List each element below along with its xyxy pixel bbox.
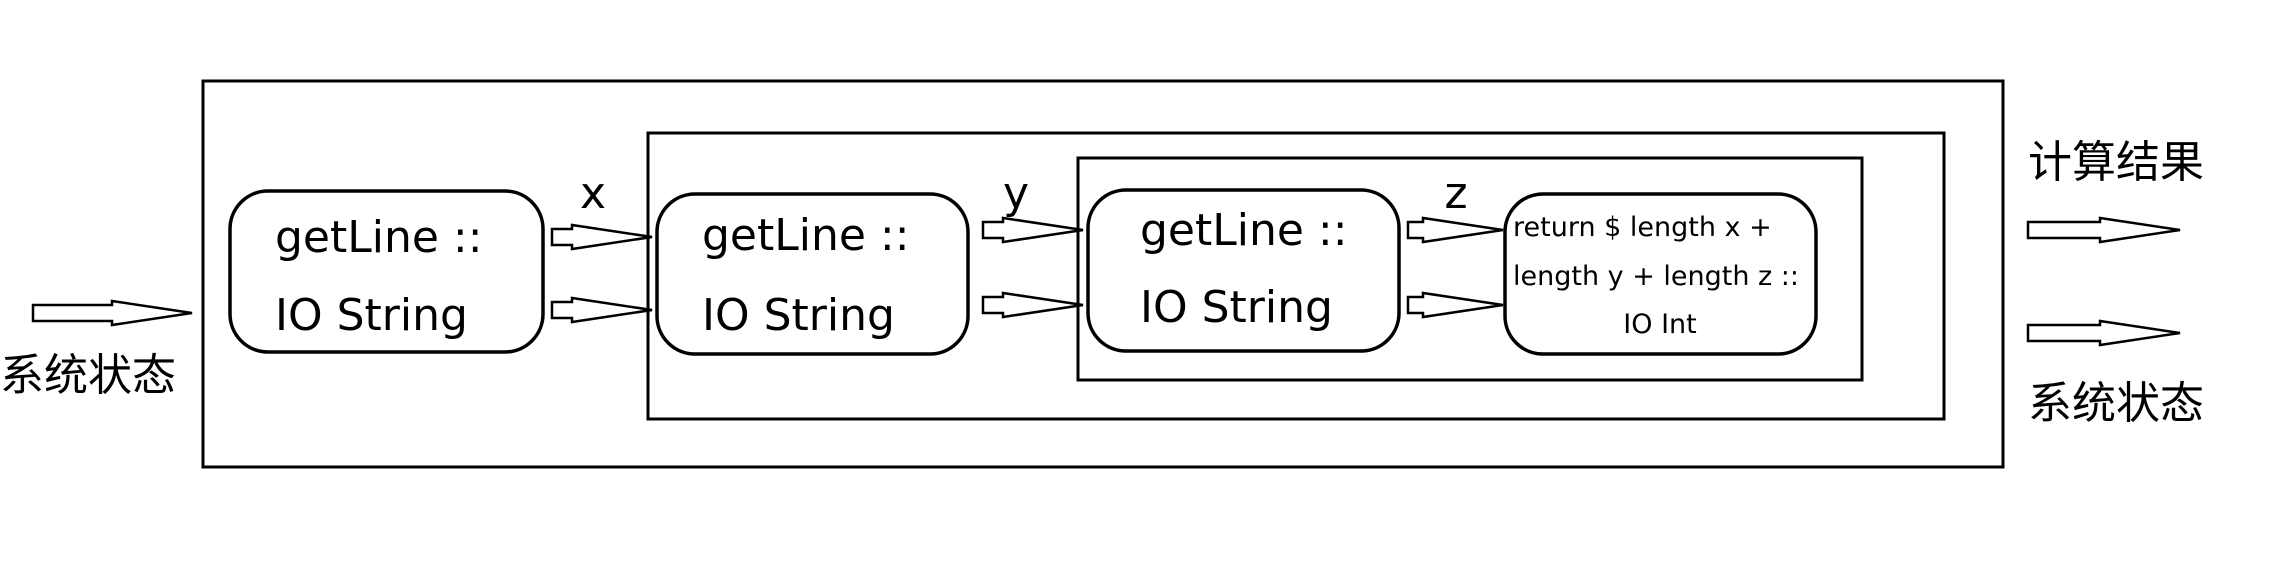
arrow-y-top: [981, 216, 1084, 244]
node-getline-3: [1086, 188, 1401, 353]
node-4-line1: return $ length x +: [1513, 212, 1772, 243]
edge-label-x: x: [580, 168, 606, 219]
node-getline-1: [228, 189, 545, 354]
arrow-input-state: [31, 299, 193, 327]
node-1-line2: IO String: [275, 290, 468, 341]
inner-frame: [1076, 156, 1864, 382]
outer-frame: [201, 79, 2005, 469]
node-4-line2: length y + length z ::: [1513, 261, 1799, 292]
node-getline-2: [655, 192, 970, 356]
arrow-y-bottom: [981, 291, 1084, 319]
output-state-label: 系统状态: [2028, 378, 2204, 429]
arrow-z-top: [1406, 216, 1504, 244]
edge-label-z: z: [1444, 168, 1467, 219]
arrow-output-state: [2026, 319, 2181, 347]
middle-frame: [646, 131, 1946, 421]
arrow-x-top: [550, 223, 653, 251]
node-3-line1: getLine ::: [1140, 205, 1348, 256]
output-result-label: 计算结果: [2028, 137, 2204, 188]
node-2-line1: getLine ::: [702, 210, 910, 261]
node-3-line2: IO String: [1140, 282, 1333, 333]
node-4-line3: IO Int: [1623, 309, 1696, 340]
arrow-x-bottom: [550, 296, 653, 324]
node-1-line1: getLine ::: [275, 212, 483, 263]
input-state-label: 系统状态: [0, 350, 176, 401]
node-2-line2: IO String: [702, 290, 895, 341]
arrow-z-bottom: [1406, 291, 1504, 319]
node-return: [1503, 192, 1818, 356]
arrow-output-result: [2026, 216, 2181, 244]
arrow-group: [31, 216, 2181, 347]
edge-label-y: y: [1003, 168, 1029, 219]
